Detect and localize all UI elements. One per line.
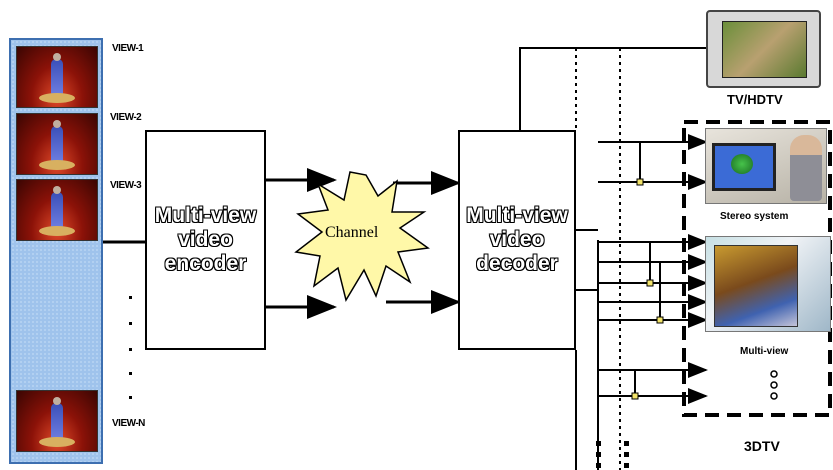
3dtv-label: 3DTV [744, 438, 780, 454]
tv-display-image [706, 10, 821, 88]
ellipsis-dots [129, 296, 132, 399]
multiview-label: Multi-view [740, 346, 788, 357]
encoder-label: Multi-view video encoder [155, 204, 257, 276]
decoder-block: Multi-view video decoder [458, 130, 576, 350]
junction-dots [632, 179, 663, 399]
display-feed-lines [598, 142, 706, 396]
encoder-block: Multi-view video encoder [145, 130, 266, 350]
decoder-label: Multi-view video decoder [466, 204, 568, 276]
multiview-more-dots [771, 371, 777, 399]
stereo-system-label: Stereo system [720, 211, 788, 222]
tv-hdtv-label: TV/HDTV [727, 92, 783, 107]
stereo-system-image [705, 128, 827, 204]
multiview-display-image [705, 236, 831, 332]
channel-label: Channel [325, 224, 378, 242]
bus-continuation-dots [596, 441, 629, 468]
